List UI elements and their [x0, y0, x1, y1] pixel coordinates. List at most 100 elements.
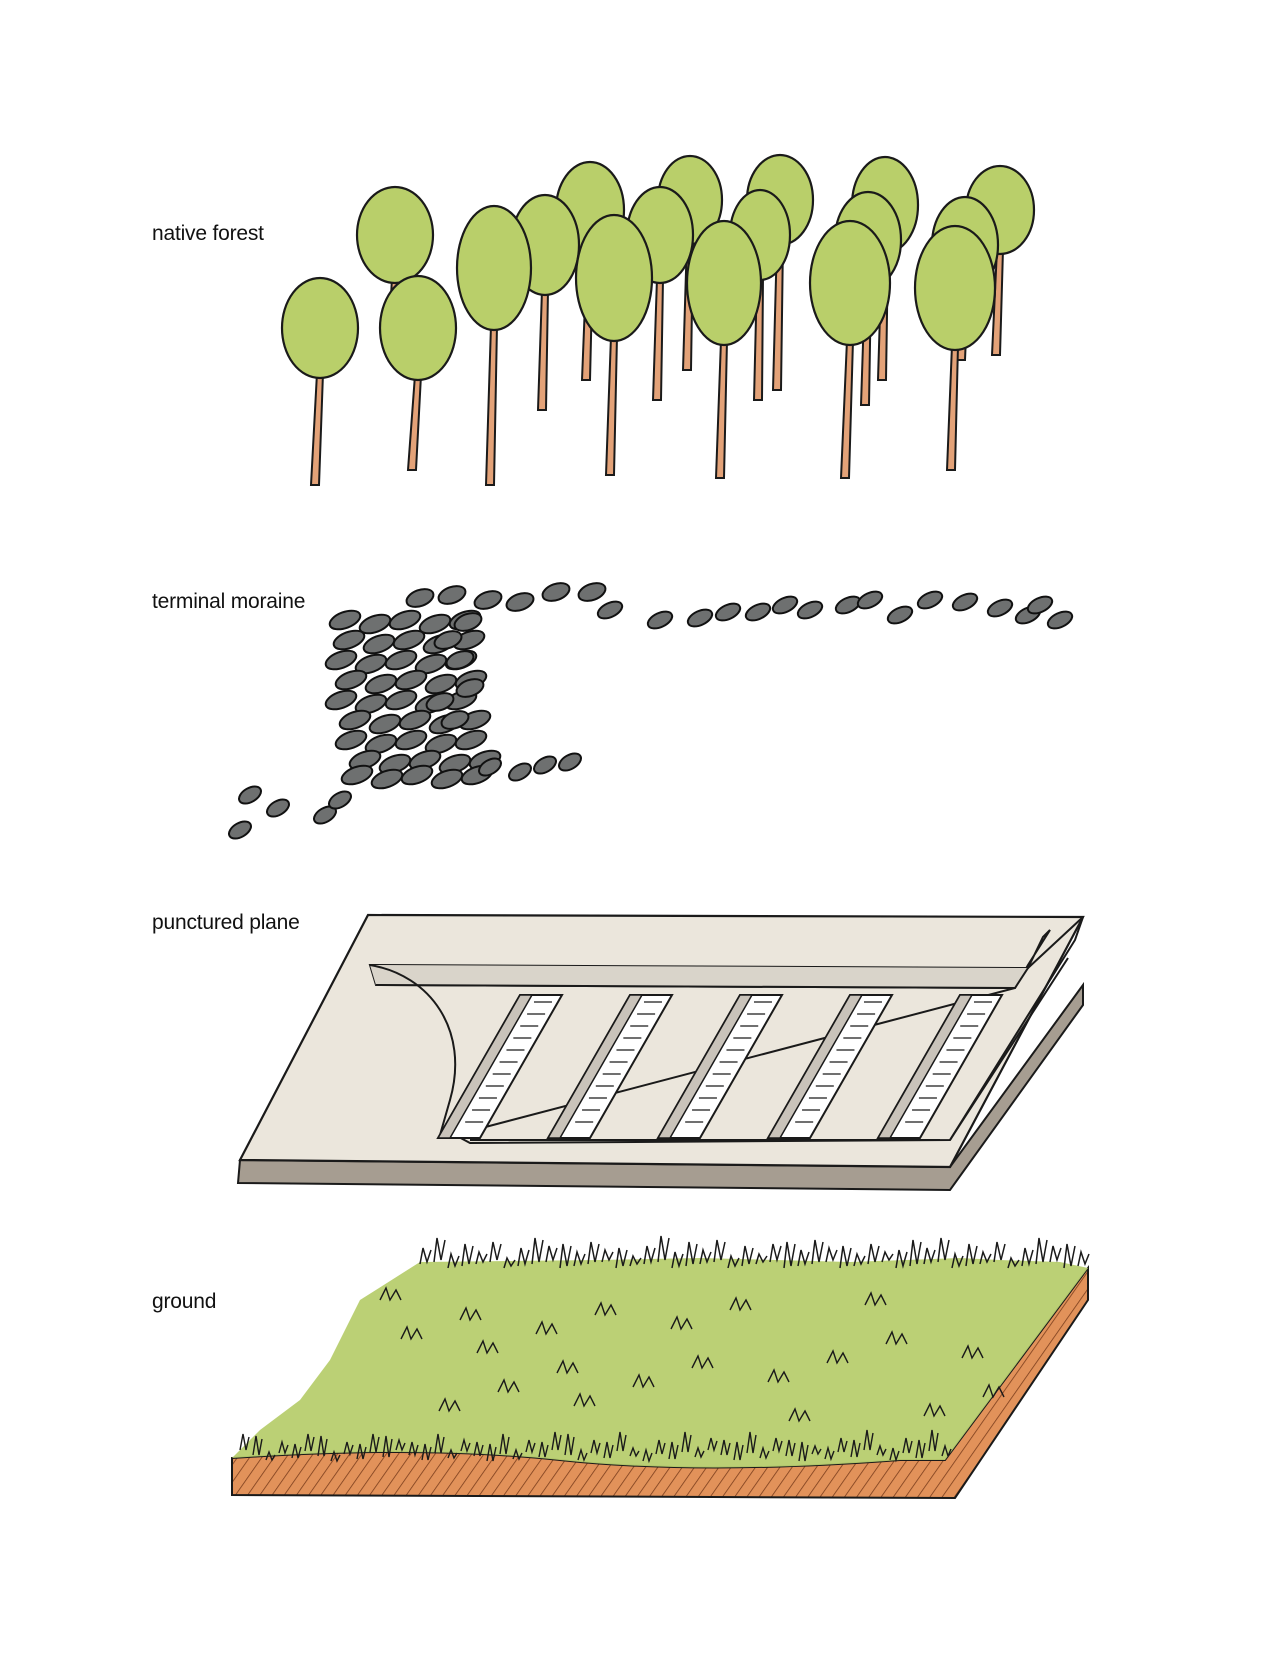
grass-blade: [928, 1429, 939, 1452]
moraine-stone: [384, 689, 418, 711]
moraine-stone: [388, 609, 422, 631]
grass-tuft: [476, 1339, 499, 1355]
grass-blade: [941, 1443, 952, 1459]
tree-trunk: [536, 289, 550, 411]
grass-blade: [785, 1439, 796, 1457]
grass-blade: [1007, 1255, 1020, 1269]
moraine-stone: [558, 752, 582, 772]
grass-blade: [853, 1251, 866, 1267]
moraine-stone: [916, 590, 944, 610]
grass-blade: [577, 1447, 588, 1463]
ground-illustration: [231, 1235, 1090, 1500]
moraine-stone: [394, 729, 428, 751]
moraine-stone: [362, 633, 396, 655]
grass-blade: [965, 1243, 978, 1267]
moraine-stone: [266, 798, 290, 818]
moraine-stone: [324, 689, 358, 711]
punctured-plane-illustration: [236, 913, 1085, 1192]
grass-tuft: [438, 1397, 461, 1413]
grass-tuft: [923, 1402, 946, 1418]
moraine-stone: [424, 673, 458, 695]
moraine-stone: [354, 653, 388, 675]
grass-blade: [545, 1245, 558, 1263]
moraine-stone: [577, 582, 607, 602]
grass-blade: [447, 1448, 458, 1460]
grass-blade: [395, 1437, 406, 1453]
tree-canopy: [378, 274, 458, 382]
ground-grass-mass: [232, 1258, 1088, 1468]
plane-slot: [436, 994, 564, 1139]
plane-slot: [656, 994, 784, 1139]
grass-blade: [923, 1247, 936, 1265]
grass-blade: [699, 1247, 712, 1265]
moraine-stone: [437, 585, 467, 605]
grass-blade: [876, 1443, 887, 1457]
grass-blade: [252, 1435, 263, 1456]
grass-blade: [1049, 1245, 1062, 1263]
grass-blade: [902, 1437, 913, 1454]
moraine-stone: [238, 785, 262, 805]
grass-blade: [489, 1241, 502, 1263]
grass-blade: [867, 1243, 880, 1265]
grass-blade: [733, 1441, 744, 1461]
grass-blade: [278, 1439, 289, 1456]
grass-blade: [603, 1441, 614, 1459]
grass-blade: [755, 1251, 768, 1265]
tree-trunk: [839, 339, 855, 479]
moraine-stone: [796, 600, 824, 620]
grass-blade: [629, 1446, 640, 1458]
grass-blade: [486, 1443, 497, 1462]
layer-label-terminal-moraine: terminal moraine: [152, 590, 306, 613]
grass-blade: [473, 1441, 484, 1457]
tree-canopy: [574, 213, 654, 343]
grass-blade: [1021, 1247, 1034, 1267]
grass-blade: [769, 1243, 782, 1263]
moraine-stone: [478, 757, 502, 777]
moraine-stone: [1046, 610, 1074, 630]
tree: [378, 274, 458, 471]
slot-wall: [876, 994, 974, 1139]
moraine-stone: [368, 713, 402, 735]
tree: [455, 204, 533, 486]
native-forest-illustration: [280, 153, 1036, 486]
grass-blade: [759, 1445, 770, 1461]
grass-tuft: [632, 1373, 655, 1389]
moraine-stone: [364, 673, 398, 695]
grass-blade: [685, 1241, 698, 1267]
slot-wall: [766, 994, 864, 1139]
grass-blade: [419, 1247, 432, 1265]
slot-wall: [546, 994, 644, 1139]
grass-blade: [863, 1429, 874, 1451]
grass-blade: [369, 1433, 380, 1453]
moraine-stone: [405, 588, 435, 608]
grass-blade: [979, 1249, 992, 1265]
grass-blade: [694, 1445, 705, 1459]
grass-blade: [1077, 1249, 1090, 1267]
moraine-stone: [505, 592, 535, 612]
grass-tuft: [729, 1296, 752, 1312]
tree: [574, 213, 654, 476]
grass-blade: [657, 1235, 670, 1263]
grass-blade: [643, 1245, 656, 1265]
moraine-stone: [445, 650, 475, 670]
grass-tuft: [885, 1330, 908, 1346]
grass-blade: [239, 1433, 250, 1451]
moraine-stone: [473, 590, 503, 610]
moraine-stone: [453, 612, 483, 632]
grass-blade: [681, 1431, 692, 1453]
moraine-stone: [392, 629, 426, 651]
grass-blade: [461, 1243, 474, 1267]
grass-blade: [895, 1249, 908, 1269]
grass-blade: [881, 1249, 894, 1263]
grass-tuft: [826, 1349, 849, 1365]
grass-tuft: [594, 1301, 617, 1317]
grass-blade: [356, 1443, 367, 1460]
moraine-stone: [951, 592, 979, 612]
moraine-stone: [398, 709, 432, 731]
tree-canopy: [808, 219, 892, 347]
grass-blade: [304, 1433, 315, 1452]
layer-label-ground: ground: [152, 1290, 217, 1313]
moraine-stone: [332, 629, 366, 651]
moraine-stone: [400, 764, 434, 786]
tree-trunk: [406, 374, 423, 471]
